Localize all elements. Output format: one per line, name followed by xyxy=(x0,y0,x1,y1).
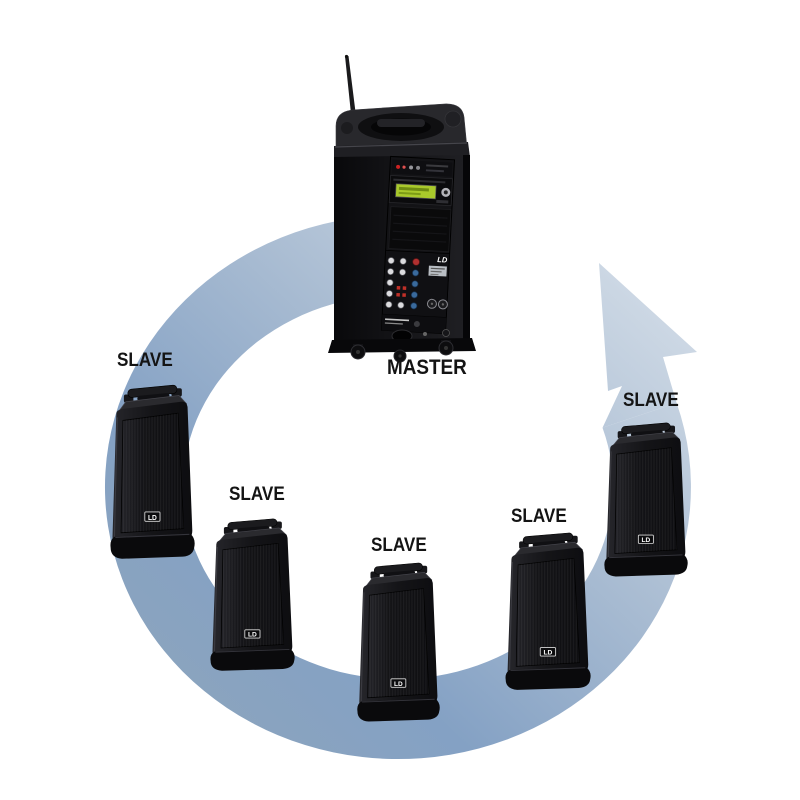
control-panel: LD xyxy=(380,155,456,335)
caster-wheels xyxy=(350,340,454,363)
master-speaker-illustration: LD xyxy=(328,54,476,363)
slave-label-2: SLAVE xyxy=(229,484,285,505)
cd-player xyxy=(388,175,453,207)
gain-knobs xyxy=(385,257,407,309)
slave-speaker-1 xyxy=(109,384,196,560)
slave-speaker-5 xyxy=(603,422,689,578)
vent-panel xyxy=(388,206,452,253)
receiver-module xyxy=(391,159,453,177)
slave-speaker-2 xyxy=(209,518,296,672)
slave-speaker-3 xyxy=(356,562,441,723)
slave-label-1: SLAVE xyxy=(117,350,173,371)
switch-buttons xyxy=(396,285,407,297)
slave-label-3: SLAVE xyxy=(371,535,427,556)
slave-speaker-4 xyxy=(504,532,592,691)
master-label: MASTER xyxy=(387,356,467,379)
mixer-panel: LD xyxy=(381,249,451,318)
daisy-chain-ring xyxy=(104,221,697,760)
ld-logo: LD xyxy=(437,255,448,265)
ring-arrowhead-icon xyxy=(599,263,697,428)
slave-label-5: SLAVE xyxy=(623,390,679,411)
spec-label xyxy=(381,314,447,334)
handle-knob xyxy=(444,110,462,128)
xlr-connectors xyxy=(426,298,448,310)
slave-label-4: SLAVE xyxy=(511,506,567,527)
lcd-display xyxy=(395,183,437,200)
tone-knobs xyxy=(410,258,420,310)
